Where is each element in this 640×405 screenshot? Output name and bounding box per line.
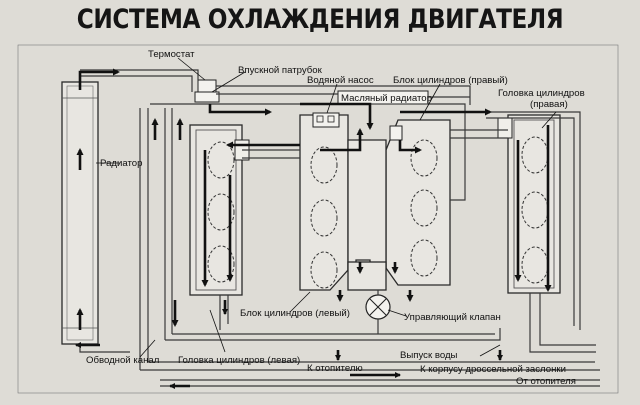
radiator [61,81,99,345]
label-thermostat: Термостат [148,49,195,60]
label-water-pump: Водяной насос [307,75,374,86]
label-head-right-1: Головка цилиндров [498,88,585,99]
label-water-outlet: Выпуск воды [400,350,458,361]
label-head-right-2: (правая) [530,99,568,110]
diagram-title: СИСТЕМА ОХЛАЖДЕНИЯ ДВИГАТЕЛЯ [76,4,564,35]
label-oil-cooler: Масляный радиатор [341,93,432,104]
label-bypass: Обводной канал [86,355,159,366]
pump-housing [347,139,387,291]
cylinder-block-left [299,114,349,291]
cylinder-block-right [385,119,451,286]
label-control-valve: Управляющий клапан [404,312,501,323]
flow-arrows [75,68,552,389]
label-block-left: Блок цилиндров (левый) [240,308,350,319]
label-intake: Впускной патрубок [238,65,323,76]
label-block-right: Блок цилиндров (правый) [393,75,508,86]
leader-lines [96,57,557,358]
cylinder-head-right [497,114,561,294]
water-pump [312,112,403,141]
cylinder-head-left [189,124,250,296]
label-to-heater: К отопителю [307,363,363,374]
thermostat [194,79,220,103]
label-radiator: Радиатор [100,158,142,169]
control-valve [365,294,391,320]
label-head-left: Головка цилиндров (левая) [178,355,300,366]
diagram-frame [17,44,619,394]
pipework [79,69,600,387]
label-to-throttle: К корпусу дроссельной заслонки [420,364,566,375]
label-from-heater: От отопителя [516,376,576,387]
